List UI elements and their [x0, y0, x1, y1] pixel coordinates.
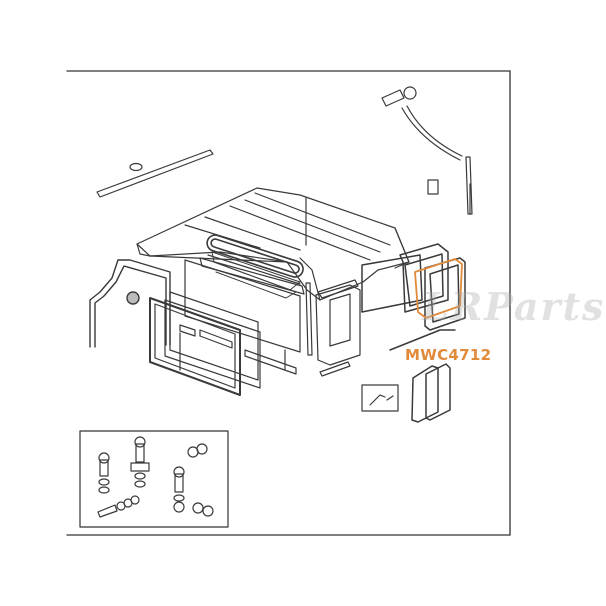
roof-panel — [136, 187, 410, 301]
diagram-frame — [66, 70, 511, 536]
side-window-assembly — [149, 254, 305, 396]
rear-corner-panel — [305, 279, 361, 377]
fixings-inset — [79, 430, 229, 528]
highlighted-seal-mwc4712 — [414, 258, 463, 319]
quarter-window-seals — [411, 363, 451, 423]
part-number-label: MWC4712 — [405, 346, 492, 364]
clip-detail-box — [361, 384, 399, 412]
clip-bracket — [427, 179, 439, 195]
roof-window-seal — [206, 234, 304, 299]
door-frame-seal — [89, 259, 171, 348]
roof-trim-strip — [96, 149, 214, 198]
rear-side-window-frames — [361, 243, 466, 351]
gas-strut — [381, 86, 473, 215]
